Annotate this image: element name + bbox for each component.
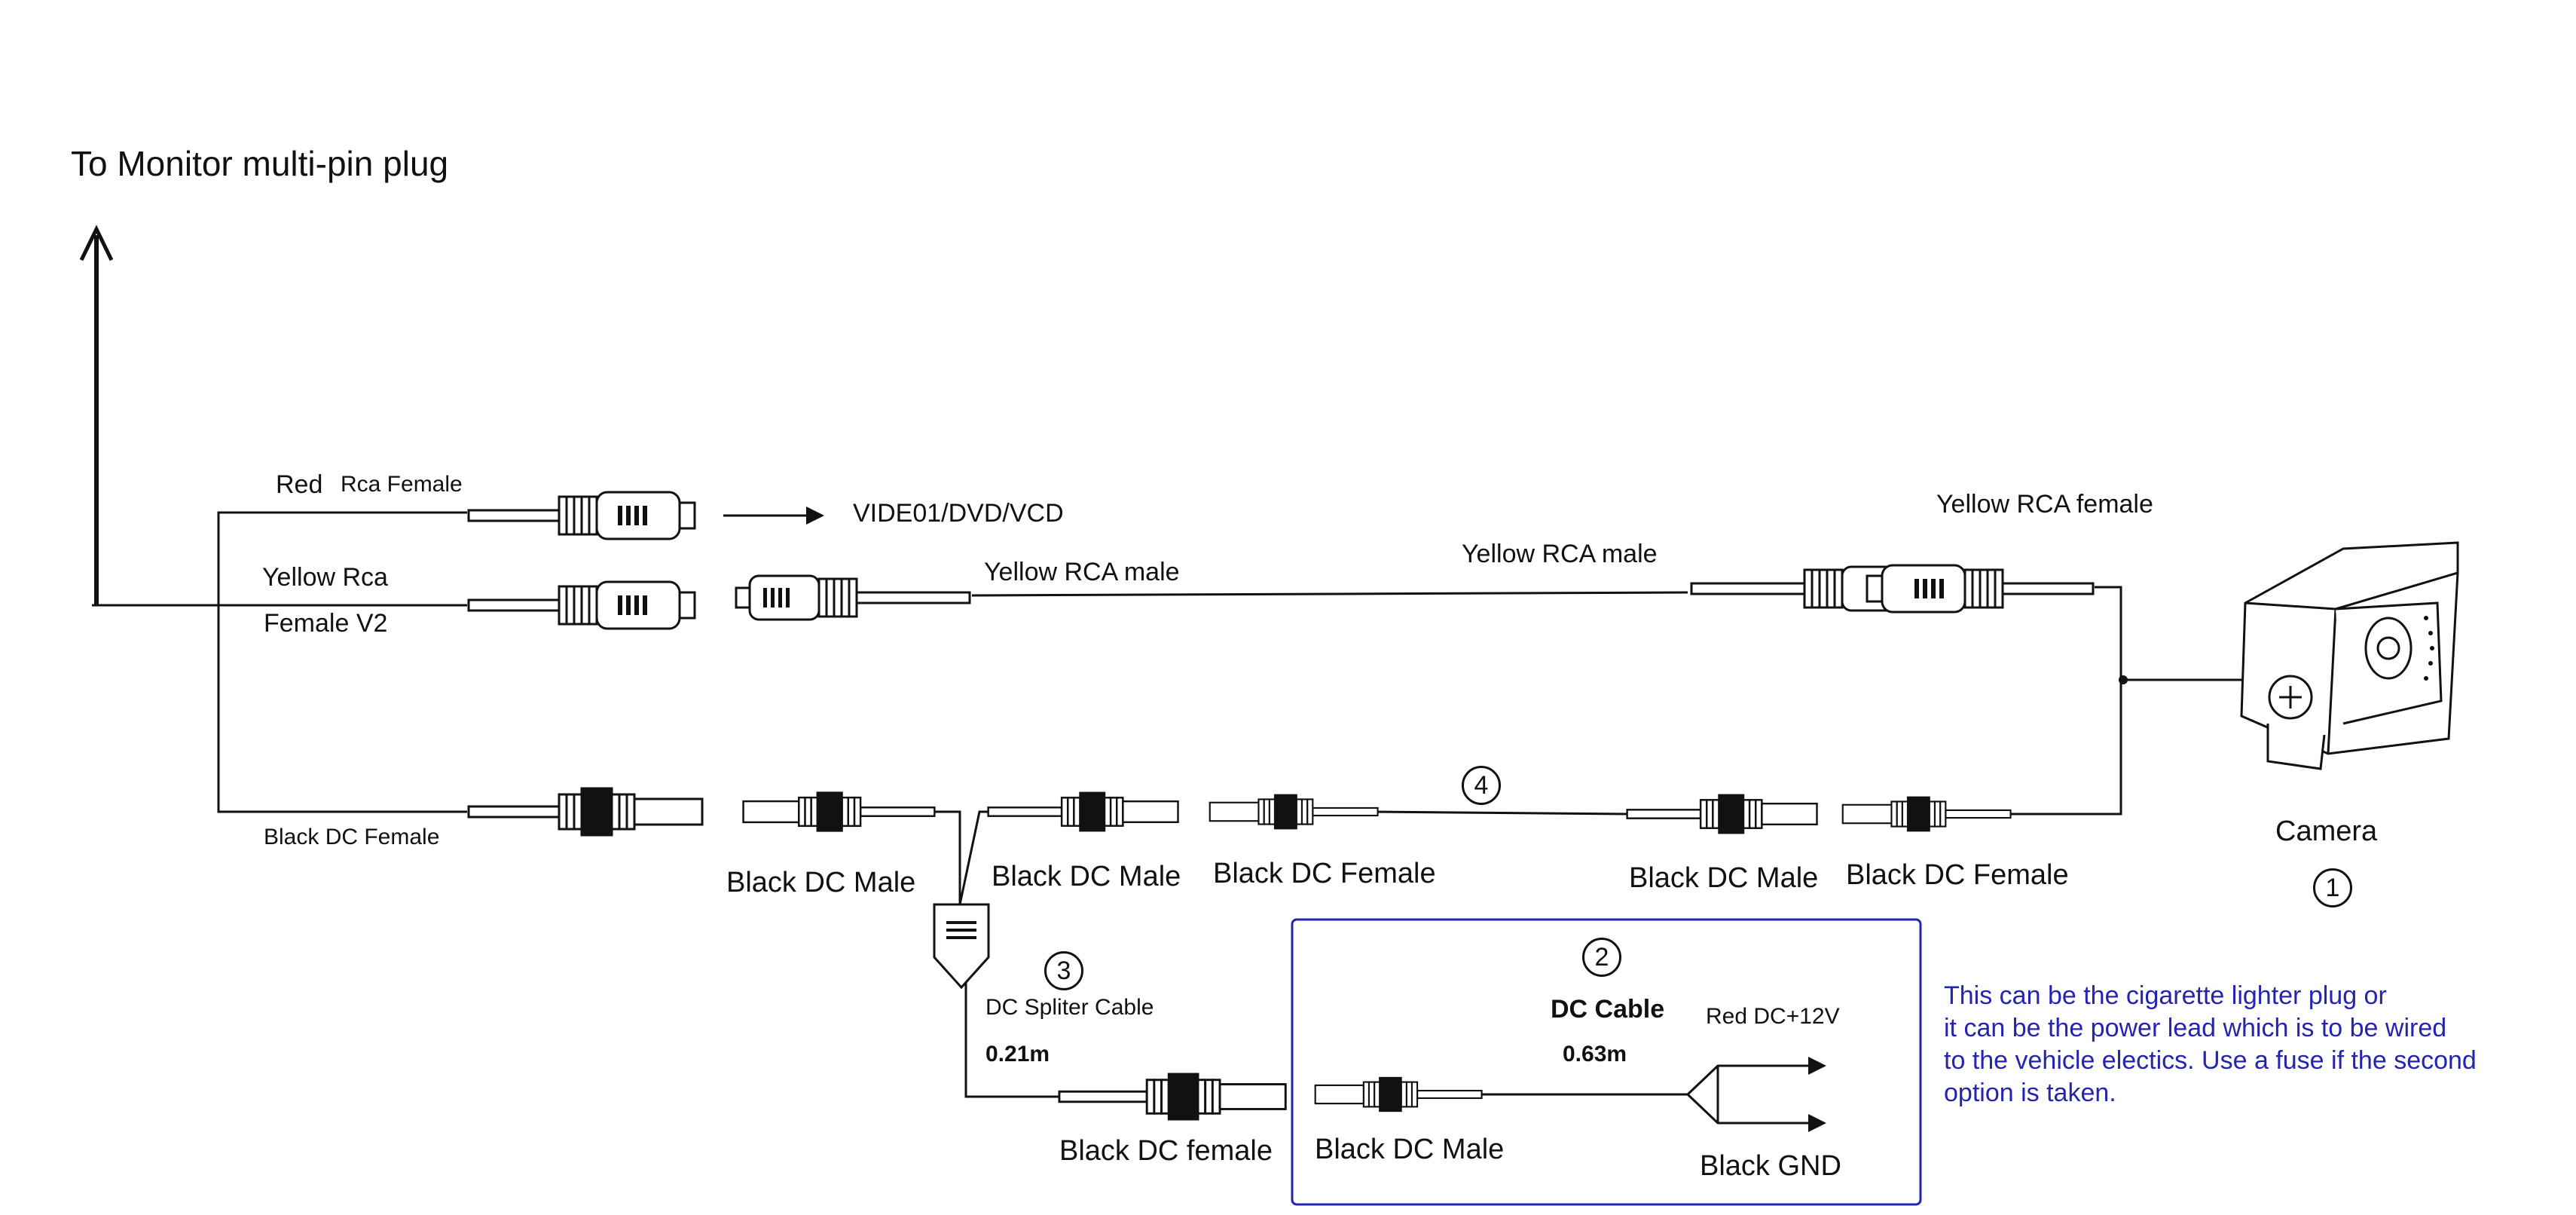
power-note-line-4: option is taken. [1944,1079,2116,1107]
dc-cable-red-lead-label: Red DC+12V [1706,1004,1840,1029]
splitter-length: 0.21m [985,1042,1050,1067]
extension-cable-wire [1371,810,1628,816]
black-dc-male-split-right-label: Black DC Male [992,861,1181,892]
black-dc-male-split-left-label: Black DC Male [726,867,916,898]
splitter-title: DC Spliter Cable [985,995,1154,1020]
yellow-rca-female-jack [467,580,696,630]
camera-icon [2240,541,2459,770]
black-dc-female-plug-monitor [467,787,704,837]
power-note-line-3: to the vehicle electics. Use a fuse if t… [1944,1046,2477,1075]
black-dc-male-plug-ext-right [1626,794,1818,834]
camera-number: 1 [2313,868,2352,907]
black-dc-male-plug-power [1314,1076,1483,1112]
splitter-number: 3 [1044,951,1083,990]
yellow-rca-female-jack-camera [1866,564,2095,614]
dc-cable-black-wire [1686,1093,1808,1125]
camera-video-wire [2095,586,2122,816]
black-dc-female-split-bottom-label: Black DC female [1059,1135,1273,1167]
black-lead-arrow-head [1808,1114,1826,1132]
monitor-trunk-wire [92,511,467,607]
dc-splitter-grip [946,921,976,924]
yellow-rca-male-plug-left [735,574,971,621]
power-note-line-2: it can be the power lead which is to be … [1944,1014,2447,1042]
extension-number: 4 [1462,766,1501,805]
black-dc-female-ext-left-label: Black DC Female [1213,858,1436,889]
monitor-plug-label: To Monitor multi-pin plug [71,144,449,183]
black-dc-female-camera-label: Black DC Female [1846,859,2069,891]
yellow-rca-female-label-a: Yellow Rca [262,563,388,592]
camera-label: Camera [2275,816,2378,847]
dc-splitter-grip [946,936,976,939]
monitor-arrow-head [79,225,114,262]
splitter-wire-right [958,810,995,905]
yellow-rca-male-label-left: Yellow RCA male [984,558,1180,586]
black-dc-female-plug-ext-left [1209,794,1379,830]
video-source-label: VIDE01/DVD/VCD [853,499,1064,528]
dc-cable-length: 0.63m [1563,1042,1627,1067]
camera-led-ring [2424,616,2434,681]
camera-cable-grommet [2119,675,2128,684]
black-dc-female-plug-split-bottom [1058,1073,1287,1121]
red-rca-female-jack [467,491,696,540]
dc-cable-wire [1475,1064,1808,1096]
yellow-rca-female-camera-label: Yellow RCA female [1936,490,2153,519]
dc-cable-black-lead-label: Black GND [1700,1150,1841,1182]
black-dc-female-plug-camera [1841,796,2012,832]
black-dc-male-ext-right-label: Black DC Male [1629,862,1819,894]
black-dc-female-monitor-label: Black DC Female [264,825,440,849]
dc-cable-title: DC Cable [1551,995,1665,1024]
red-rca-female-label-a: Red [276,470,323,499]
dc-cable-box [1291,918,1922,1206]
black-dc-male-power-label: Black DC Male [1315,1134,1505,1165]
black-dc-male-plug-split-right [987,791,1179,832]
video-cable-wire [971,591,1688,597]
black-dc-female-wire [217,605,467,813]
splitter-bottom-wire [964,980,1070,1098]
dc-cable-number: 2 [1582,938,1621,977]
black-dc-male-plug-split-left [742,791,936,832]
yellow-rca-female-label-b: Female V2 [264,609,388,638]
video-source-arrow-head [806,507,824,525]
dc-splitter-body [933,903,990,990]
yellow-rca-male-label-right: Yellow RCA male [1462,540,1658,568]
splitter-wire [934,810,961,904]
red-rca-female-label-b: Rca Female [341,472,463,497]
power-note-line-1: This can be the cigarette lighter plug o… [1944,981,2387,1010]
dc-splitter-grip [946,929,976,932]
red-lead-arrow-head [1808,1057,1826,1075]
